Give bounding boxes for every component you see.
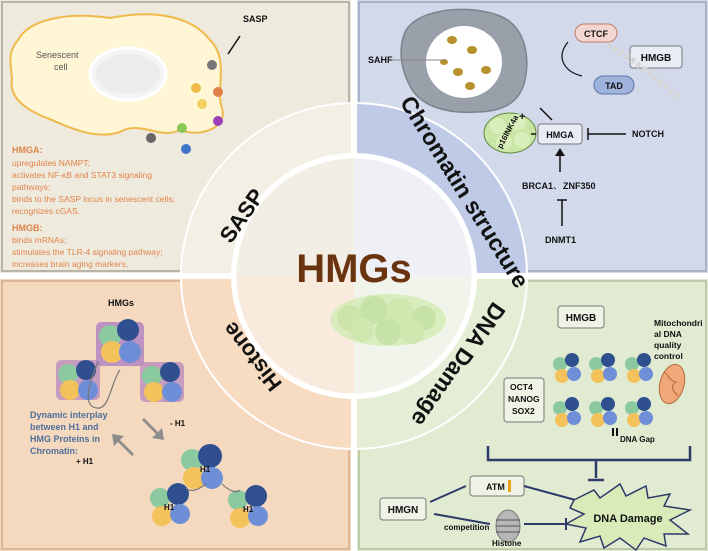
- bracket: [486, 446, 692, 462]
- sasp-arrow-label: SASP: [243, 14, 268, 24]
- svg-text:pathways;: pathways;: [12, 182, 50, 192]
- svg-text:recognizes cGAS.: recognizes cGAS.: [12, 206, 80, 216]
- sahf-label: SAHF: [368, 55, 393, 65]
- hmgb-chromatin-label: HMGB: [641, 53, 672, 64]
- separator: 、: [553, 181, 562, 191]
- svg-text:H1: H1: [243, 505, 254, 514]
- histone-icon: [495, 509, 521, 543]
- svg-text:SOX2: SOX2: [512, 406, 535, 416]
- svg-text:al DNA: al DNA: [654, 329, 682, 339]
- nucleosome-h1-right: [228, 485, 268, 528]
- sasp-hmgb-text: binds mRNAs; stimulates the TLR-4 signal…: [12, 235, 163, 269]
- tad-label: TAD: [605, 81, 623, 91]
- hmgb-box: [629, 45, 683, 69]
- hmgb-dna-box: [557, 305, 605, 329]
- p16-cluster: [483, 112, 537, 154]
- svg-text:binds to the SASP locus in sen: binds to the SASP locus in senescent cel…: [12, 194, 175, 204]
- dna-damage-burst: [563, 482, 693, 551]
- senescent-cell: [9, 13, 224, 136]
- nucleosome-h1-center: [181, 444, 223, 489]
- ctcf-label: CTCF: [584, 29, 608, 39]
- h1-left-label: H1: [164, 503, 175, 512]
- p16-plus: +: [519, 111, 525, 123]
- svg-text:Mitochondri: Mitochondri: [654, 318, 703, 328]
- dynamic-interplay-text: Dynamic interplay between H1 and HMG Pro…: [30, 410, 108, 456]
- svg-text:upregulates NAMPT;: upregulates NAMPT;: [12, 158, 90, 168]
- sasp-hmgb-heading: HMGB:: [12, 223, 43, 233]
- nucleosome-left: [56, 360, 100, 400]
- plus-h1-label: + H1: [76, 457, 94, 466]
- svg-text:quality: quality: [654, 340, 682, 350]
- oct4-text: OCT4 NANOG SOX2: [508, 382, 540, 416]
- svg-text:increases brain aging markers,: increases brain aging markers,: [12, 259, 128, 269]
- nucleosome-right: [140, 362, 184, 402]
- sahf-cell: [400, 8, 528, 114]
- histone-hmgs-label: HMGs: [108, 298, 134, 308]
- hmgb-dna-label: HMGB: [566, 313, 597, 324]
- oct4-box: [503, 377, 545, 423]
- svg-text:HMG Proteins in: HMG Proteins in: [30, 434, 100, 444]
- center-title: HMGs: [296, 247, 412, 291]
- mito-text: Mitochondri al DNA quality control: [654, 318, 703, 361]
- loop-arrow: [561, 41, 583, 77]
- dna-loop: [606, 41, 683, 103]
- svg-text:control: control: [654, 351, 683, 361]
- senescent-cell-label: Senescent cell: [36, 50, 81, 72]
- dna-gap-label: DNA Gap: [620, 435, 655, 444]
- ctcf-box: [574, 23, 618, 43]
- dnmt1-label: DNMT1: [545, 235, 576, 245]
- sasp-hmga-text: upregulates NAMPT; activates NF-κB and S…: [12, 158, 175, 216]
- svg-text:activates NF-κB and STAT3 sign: activates NF-κB and STAT3 signaling: [12, 170, 152, 180]
- hmg-protein-cluster: [330, 294, 446, 346]
- arrow-minus-h1: [142, 418, 164, 440]
- sasp-arrow: [227, 35, 241, 55]
- sasp-vesicles: [146, 60, 223, 154]
- competition-label: competition: [444, 523, 489, 532]
- znf350-label: ZNF350: [563, 181, 596, 191]
- svg-text:stimulates the TLR-4 signaling: stimulates the TLR-4 signaling pathway;: [12, 247, 163, 257]
- histone-dna-label: Histone: [492, 539, 522, 548]
- dna-damage-label: DNA Damage: [593, 513, 662, 525]
- arrow-plus-h1: [112, 434, 134, 456]
- minus-h1-label: - H1: [170, 419, 186, 428]
- dna-nucleosomes-top: [553, 353, 653, 383]
- hmgn-label: HMGN: [388, 505, 419, 516]
- sasp-hmga-heading: HMGA:: [12, 145, 43, 155]
- nucleosome-top: [96, 319, 144, 366]
- svg-text:Chromatin:: Chromatin:: [30, 446, 78, 456]
- brca1-label: BRCA1: [522, 181, 553, 191]
- hmgn-box: [379, 497, 427, 521]
- dna-nucleosomes-bottom: [553, 397, 653, 427]
- svg-text:NANOG: NANOG: [508, 394, 540, 404]
- atm-label: ATM: [486, 482, 505, 492]
- h1-center-label: H1: [200, 465, 211, 474]
- nucleosome-h1-left: [150, 483, 190, 526]
- hmga-chromatin-label: HMGA: [546, 130, 574, 140]
- mitochondrion-icon: [658, 363, 686, 405]
- svg-text:between H1 and: between H1 and: [30, 422, 99, 432]
- tad-box: [593, 75, 635, 95]
- svg-text:Dynamic interplay: Dynamic interplay: [30, 410, 108, 420]
- svg-text:OCT4: OCT4: [510, 382, 533, 392]
- svg-text:binds mRNAs;: binds mRNAs;: [12, 235, 66, 245]
- hmga-box: [537, 123, 583, 145]
- notch-label: NOTCH: [632, 129, 664, 139]
